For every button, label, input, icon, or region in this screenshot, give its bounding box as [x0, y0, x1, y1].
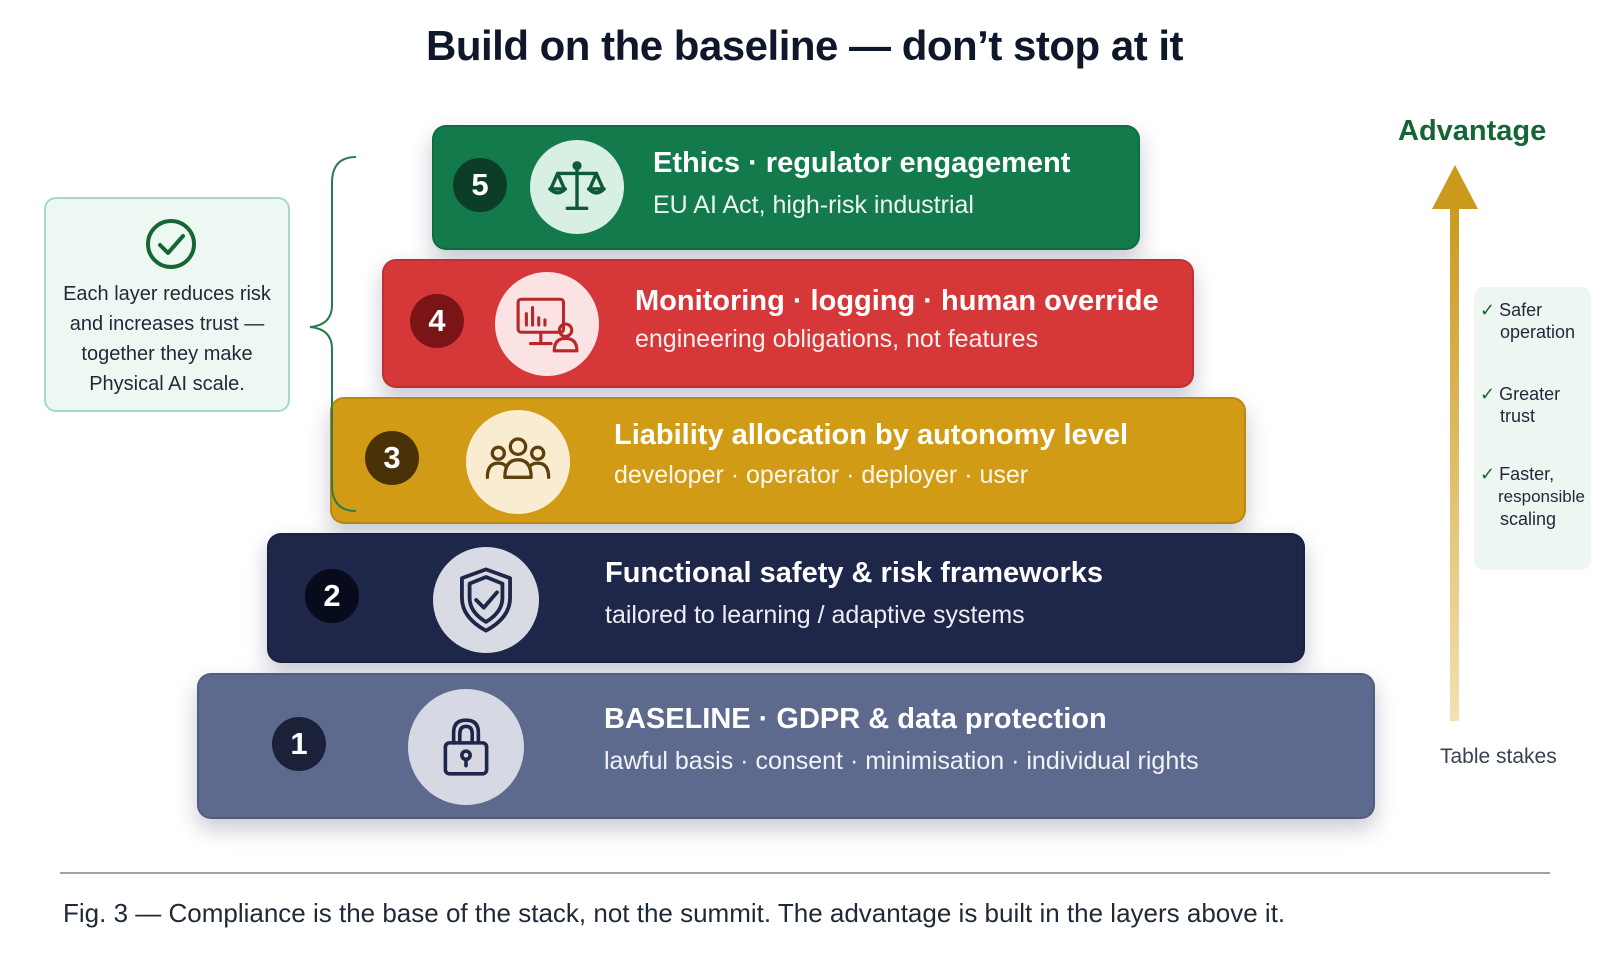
monitor-user-icon — [495, 272, 599, 376]
callout-box: Each layer reduces risk and increases tr… — [44, 197, 290, 412]
shield-check-icon — [433, 547, 539, 653]
check-mark-icon: ✓ — [1480, 384, 1496, 404]
layer-subtitle: EU AI Act, high-risk industrial — [653, 191, 974, 219]
layer-5-ethics: 5 Ethics · regulator engagement EU AI Ac… — [432, 125, 1140, 250]
scales-icon — [530, 140, 624, 234]
page-title: Build on the baseline — don’t stop at it — [426, 22, 1184, 69]
layer-badge: 1 — [272, 717, 326, 771]
layer-subtitle: developer · operator · deployer · user — [614, 461, 1029, 489]
layer-badge: 4 — [410, 294, 464, 348]
divider — [60, 872, 1550, 874]
benefit-item: ✓Faster, responsible scaling — [1480, 464, 1585, 529]
grouping-brace — [309, 156, 357, 512]
layer-subtitle: engineering obligations, not features — [635, 325, 1039, 353]
figure-caption: Fig. 3 — Compliance is the base of the s… — [63, 898, 1286, 928]
layer-1-baseline: 1 BASELINE · GDPR & data protection lawf… — [197, 673, 1375, 819]
callout-line: together they make — [81, 343, 253, 365]
advantage-arrow — [1432, 165, 1478, 721]
padlock-icon — [408, 689, 524, 805]
check-mark-icon: ✓ — [1480, 300, 1496, 320]
benefit-item: ✓Safer operation — [1480, 300, 1576, 342]
people-group-icon — [466, 410, 570, 514]
advantage-label: Advantage — [1398, 115, 1547, 147]
layer-badge: 2 — [305, 569, 359, 623]
layer-title: Monitoring · logging · human override — [635, 285, 1159, 317]
benefits-panel: ✓Safer operation ✓Greater trust ✓Faster,… — [1474, 287, 1591, 570]
layer-badge: 5 — [453, 158, 507, 212]
layer-subtitle: tailored to learning / adaptive systems — [605, 601, 1025, 629]
table-stakes-label: Table stakes — [1440, 745, 1557, 768]
layer-badge: 3 — [365, 431, 419, 485]
benefit-item: ✓Greater trust — [1480, 384, 1561, 426]
callout-line: Physical AI scale. — [89, 373, 245, 395]
layer-subtitle: lawful basis · consent · minimisation · … — [604, 747, 1199, 775]
callout-line: Each layer reduces risk — [63, 283, 271, 305]
layer-title: Functional safety & risk frameworks — [605, 557, 1103, 589]
callout-line: and increases trust — — [69, 313, 265, 335]
layer-3-liability: 3 Liability allocation by autonomy level… — [330, 397, 1246, 524]
check-circle-icon — [144, 217, 198, 271]
layer-title: Liability allocation by autonomy level — [614, 419, 1129, 451]
layer-title: BASELINE · GDPR & data protection — [604, 703, 1107, 735]
check-mark-icon: ✓ — [1480, 464, 1496, 484]
layer-title: Ethics · regulator engagement — [653, 147, 1071, 179]
layer-4-monitoring: 4 Monitoring · logging · human override … — [382, 259, 1194, 388]
layer-2-functional-safety: 2 Functional safety & risk frameworks ta… — [267, 533, 1305, 663]
callout-text: Each layer reduces risk and increases tr… — [54, 279, 280, 399]
